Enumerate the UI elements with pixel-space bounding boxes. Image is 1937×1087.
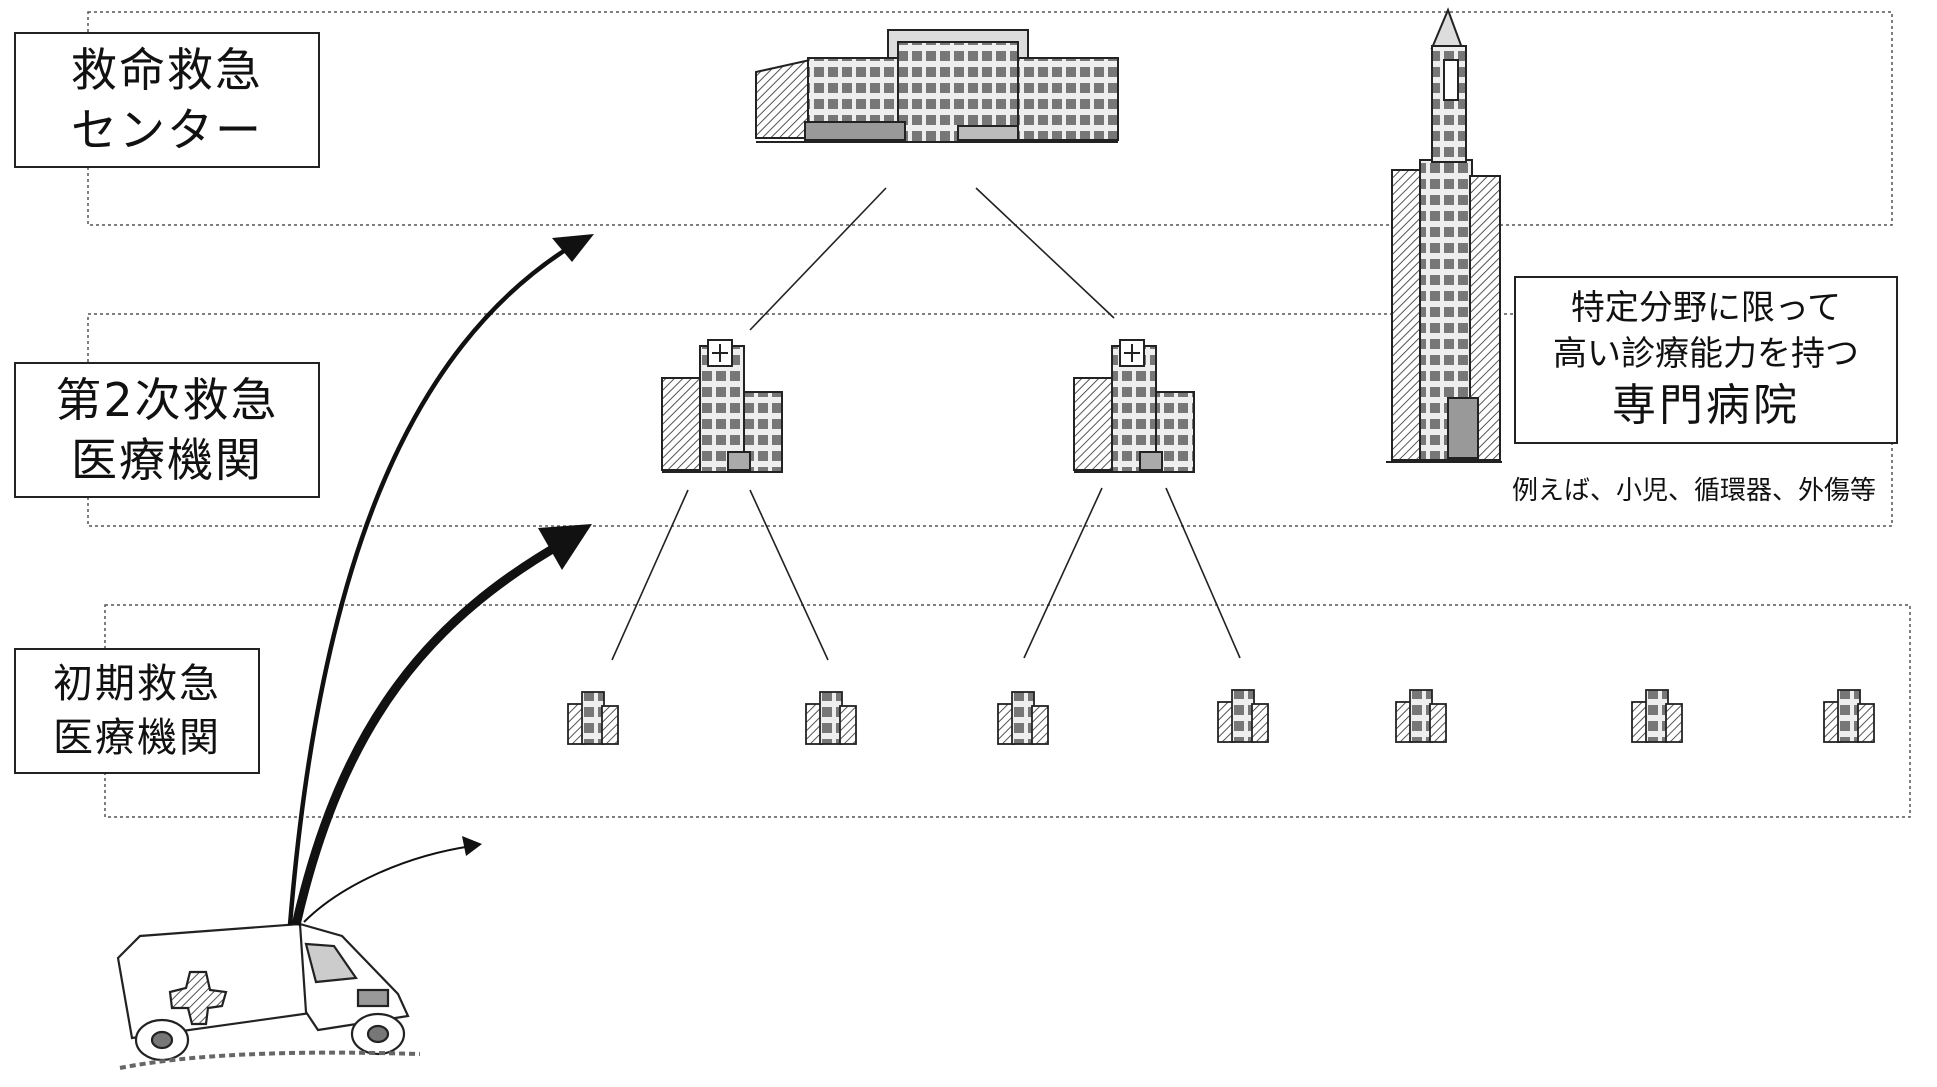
clinic-icon xyxy=(1396,690,1446,742)
connector-line xyxy=(1024,488,1102,658)
ambulance-icon xyxy=(118,924,420,1068)
clinic-icon xyxy=(568,692,618,744)
clinic-icon xyxy=(1824,690,1874,742)
secondary-label-line2: 医療機関 xyxy=(71,430,263,490)
specialized-hospital-label: 特定分野に限って 高い診療能力を持つ 専門病院 xyxy=(1514,276,1898,444)
primary-label: 初期救急 医療機関 xyxy=(14,648,260,774)
clinic-icon xyxy=(1632,690,1682,742)
connector-line xyxy=(976,188,1114,318)
clinic-icon xyxy=(998,692,1048,744)
primary-label-line2: 医療機関 xyxy=(53,711,221,765)
specialized-line2: 高い診療能力を持つ xyxy=(1553,331,1859,377)
specialized-line1: 特定分野に限って xyxy=(1571,285,1841,331)
connector-line xyxy=(612,490,688,660)
clinic-icon xyxy=(1218,690,1268,742)
secondary-label-line1: 第2次救急 xyxy=(55,370,278,430)
arrow-to-secondary xyxy=(296,540,568,925)
hospital-icon xyxy=(662,340,782,472)
tower-hospital-icon xyxy=(1386,10,1502,462)
primary-label-line1: 初期救急 xyxy=(53,657,221,711)
clinics xyxy=(568,690,1874,744)
arrow-head-secondary xyxy=(538,524,592,570)
connector-line xyxy=(750,490,828,660)
arrow-to-primary xyxy=(304,846,472,922)
transport-arrows xyxy=(290,234,594,925)
specialized-line3: 専門病院 xyxy=(1612,377,1800,435)
large-hospital-icon xyxy=(756,30,1118,142)
critical-label-line2: センター xyxy=(71,100,263,160)
specialized-examples: 例えば、小児、循環器、外傷等 xyxy=(1512,470,1876,507)
hospital-icon xyxy=(1074,340,1194,472)
critical-center-label: 救命救急 センター xyxy=(14,32,320,168)
clinic-icon xyxy=(806,692,856,744)
secondary-label: 第2次救急 医療機関 xyxy=(14,362,320,498)
connector-line xyxy=(1166,488,1240,658)
connector-line xyxy=(750,188,886,330)
arrow-head-primary xyxy=(462,836,482,856)
arrow-to-critical-center xyxy=(290,242,578,925)
critical-label-line1: 救命救急 xyxy=(71,40,263,100)
arrow-head-critical xyxy=(552,234,594,262)
